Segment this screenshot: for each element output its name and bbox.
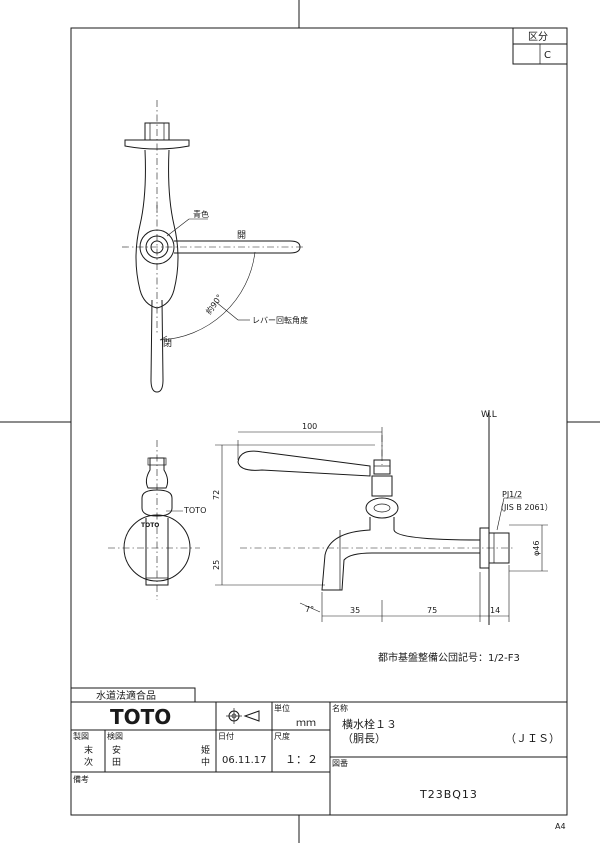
lever-angle-label: レバー回転角度 [252, 315, 308, 325]
checked-label: 検図 [107, 731, 123, 741]
remarks-label: 備考 [73, 774, 89, 784]
drawn-name-1: 末 [84, 744, 93, 756]
front-view: TOTO TOTO [108, 440, 206, 600]
color-label: 青色 [193, 209, 209, 219]
stamp-2: 中 [201, 756, 210, 768]
water-level-label: W.L [481, 410, 497, 420]
unit-label: 単位 [274, 703, 290, 713]
dim-100: 100 [302, 422, 317, 431]
dimensions: 100 72 25 7° 35 75 14 φ46 PJ1/2 （JIS B 2… [212, 422, 553, 622]
checked-name-1: 安 [112, 744, 121, 756]
projection-symbol [226, 708, 260, 724]
kubun-label: 区分 [528, 31, 548, 43]
compliance-label: 水道法適合品 [96, 689, 156, 702]
product-name-sub: （胴長） [342, 732, 386, 745]
kubun-box: 区分 C [512, 27, 568, 65]
kubun-value: C [544, 50, 551, 61]
open-label-top: 開 [237, 230, 246, 241]
drawing-number-label: 図番 [332, 758, 348, 768]
date-label: 日付 [218, 731, 234, 741]
dim-phi-46: φ46 [532, 541, 541, 556]
close-label-bottom: 閉 [163, 338, 172, 349]
brand-logo: TOTO [110, 705, 171, 729]
drawn-label: 製図 [73, 731, 89, 741]
angle-label: 約90° [203, 292, 224, 316]
dim-35: 35 [350, 606, 360, 615]
product-name: 横水栓１３ [342, 717, 397, 731]
scale-value: １：２ [285, 753, 318, 766]
paper-size: A4 [555, 822, 566, 831]
product-standard: （ＪＩＳ） [505, 732, 560, 745]
side-view: W.L [237, 410, 515, 625]
stamp-1: 姫 [201, 744, 210, 756]
pipe-thread: PJ1/2 [502, 490, 522, 499]
dim-14: 14 [490, 606, 500, 615]
title-block: 水道法適合品 TOTO 単位 ｍｍ 名称 横水栓１３ （胴長） （ＪＩＳ） 製図… [70, 687, 567, 815]
dim-25: 25 [212, 560, 221, 570]
drawn-name-2: 次 [84, 756, 93, 768]
brand-callout: TOTO [183, 506, 206, 515]
drawing-number: T23BQ13 [419, 788, 478, 801]
scale-label: 尺度 [274, 731, 290, 741]
city-code: 都市基盤整備公団記号：1/2-F3 [378, 651, 520, 664]
date-value: 06.11.17 [222, 755, 267, 766]
dim-angle-7: 7° [305, 605, 314, 614]
unit-value: ｍｍ [296, 718, 316, 729]
dim-72: 72 [212, 490, 221, 500]
name-label: 名称 [332, 703, 348, 713]
top-view: 青色 開 閉 約90° レバー回転角度 [122, 100, 308, 393]
brand-mark-small: TOTO [141, 522, 159, 529]
jis-standard: （JIS B 2061） [496, 503, 553, 512]
checked-name-2: 田 [112, 757, 121, 768]
dim-75: 75 [427, 606, 437, 615]
